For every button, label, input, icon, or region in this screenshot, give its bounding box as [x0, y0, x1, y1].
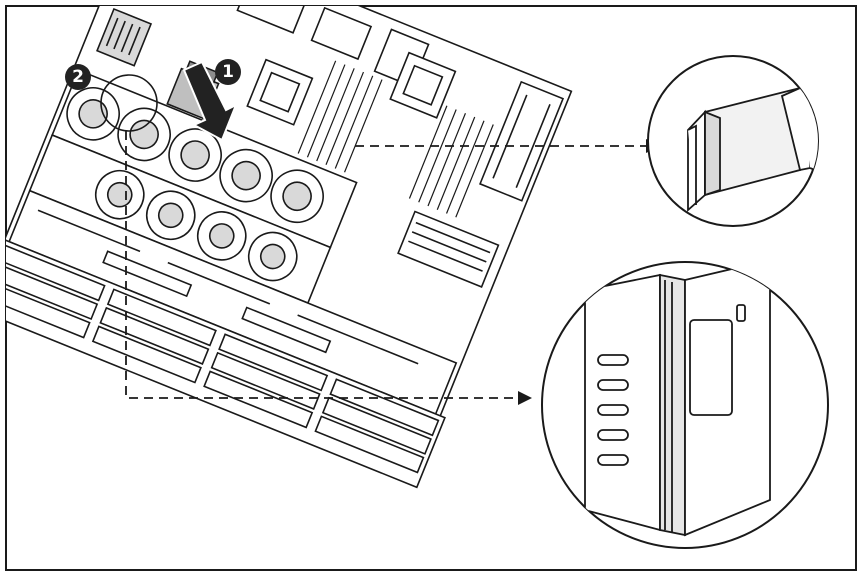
bracket-part [96, 7, 153, 67]
callout-badge-1: 1 [215, 59, 241, 85]
callout-badge-2: 2 [65, 64, 91, 90]
leader-arrowhead-bottom [518, 391, 532, 405]
psu-bay [479, 80, 565, 202]
drive-bays [6, 236, 446, 489]
leader-lines [125, 131, 655, 399]
dimm-slots [297, 60, 494, 218]
svg-text:1: 1 [222, 62, 234, 82]
server-chassis [6, 6, 573, 489]
motherboard [236, 6, 565, 288]
arrow-down-icon [182, 60, 238, 142]
svg-text:2: 2 [72, 67, 84, 87]
callout-ring-2 [100, 74, 158, 132]
zoom-callout-bottom [541, 261, 829, 549]
zoom-callout-top [647, 55, 819, 227]
fan-modules [28, 69, 358, 305]
